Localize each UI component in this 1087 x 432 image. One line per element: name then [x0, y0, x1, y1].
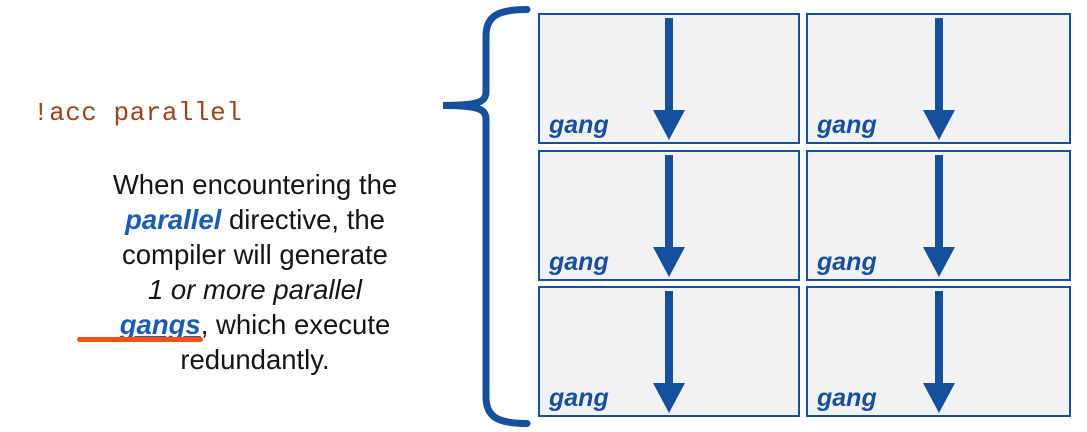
- down-arrow-icon: [922, 291, 955, 413]
- gang-label: gang: [549, 111, 609, 139]
- code-directive-label: !acc parallel: [33, 98, 243, 128]
- down-arrow-icon: [653, 291, 685, 413]
- gang-box: gang: [806, 150, 1071, 281]
- gang-label: gang: [817, 111, 877, 139]
- paragraph-line: compiler will generate: [55, 237, 455, 272]
- gang-box: gang: [538, 13, 800, 144]
- paragraph-text: compiler will generate: [122, 239, 388, 270]
- gang-box: gang: [538, 150, 800, 281]
- gang-label: gang: [549, 248, 609, 276]
- explanation-paragraph: When encountering the parallel directive…: [55, 167, 455, 377]
- gang-label: gang: [817, 384, 877, 412]
- gangs-keyword: gangs: [119, 309, 201, 340]
- paragraph-line: parallel directive, the: [55, 202, 455, 237]
- orange-underline-annotation: [77, 337, 203, 342]
- gang-box: gang: [806, 286, 1071, 417]
- left-curly-brace-icon: [442, 6, 531, 427]
- paragraph-line: redundantly.: [55, 342, 455, 377]
- gang-box: gang: [806, 13, 1071, 144]
- paragraph-line: When encountering the: [55, 167, 455, 202]
- paragraph-text: When encountering the: [112, 169, 398, 200]
- paragraph-text-italic: 1 or more parallel: [148, 274, 362, 305]
- parallel-keyword: parallel: [125, 204, 222, 235]
- paragraph-line: gangs, which execute: [55, 307, 455, 342]
- paragraph-text: , which execute: [200, 309, 391, 340]
- gang-box: gang: [538, 286, 800, 417]
- paragraph-text: redundantly.: [180, 344, 330, 375]
- down-arrow-icon: [922, 155, 955, 277]
- gang-label: gang: [817, 248, 877, 276]
- paragraph-text: directive, the: [221, 204, 385, 235]
- down-arrow-icon: [653, 18, 685, 140]
- gang-label: gang: [549, 384, 609, 412]
- down-arrow-icon: [653, 155, 685, 277]
- paragraph-line: 1 or more parallel: [55, 272, 455, 307]
- down-arrow-icon: [922, 18, 955, 140]
